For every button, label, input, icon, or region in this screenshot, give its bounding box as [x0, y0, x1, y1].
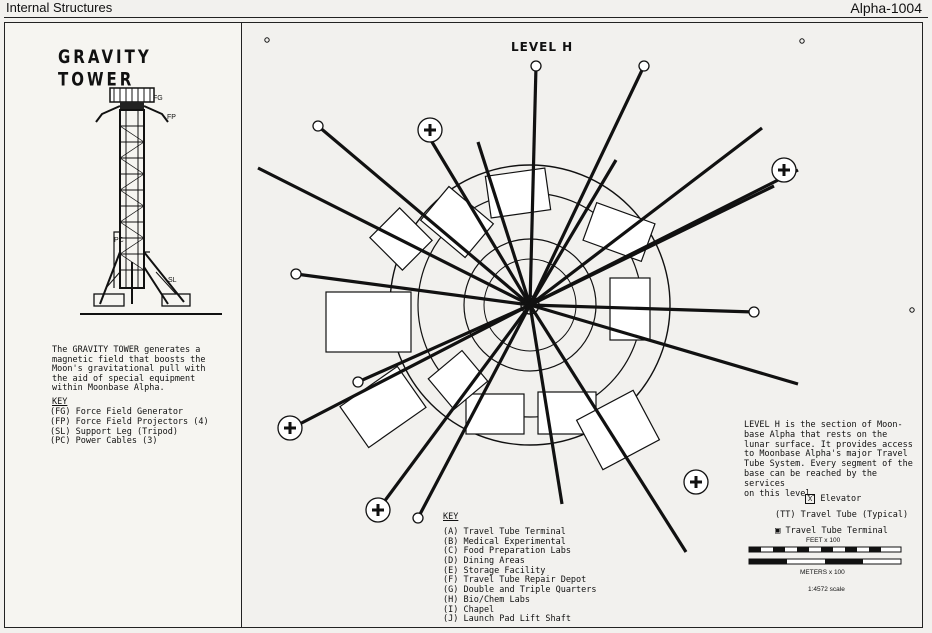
level-h-panel [238, 22, 923, 628]
tower-key-item: (FG) Force Field Generator [50, 407, 184, 417]
level-key-item: (J) Launch Pad Lift Shaft [443, 614, 571, 625]
inner-ring [463, 238, 597, 372]
force-field-projectors [95, 105, 169, 123]
gravity-tower-drawing [80, 87, 222, 315]
level-key-item: (B) Medical Experimental [443, 536, 566, 547]
tower-key-item: (SL) Support Leg (Tripod) [50, 426, 178, 437]
travel-tube-symbol: (TT) [775, 510, 796, 520]
tower-key-item: (PC) Power Cables (3) [50, 436, 158, 447]
elevator-icon: X [805, 494, 816, 504]
pc-label: PC [114, 237, 124, 244]
elevator-legend-label: Elevator [820, 494, 862, 504]
level-description: LEVEL H is the section of Moon- base Alp… [744, 420, 913, 499]
level-key-item: (F) Travel Tube Repair Depot [443, 575, 587, 586]
sl-label: SL [168, 277, 177, 284]
level-h-plan [257, 37, 915, 553]
level-key-item: (A) Travel Tube Terminal [443, 527, 566, 537]
tower-description: The GRAVITY TOWER generates a magnetic f… [52, 345, 206, 393]
support-legs [99, 251, 185, 305]
level-key-item: (E) Storage Facility [443, 565, 546, 576]
level-key-item: (C) Food Preparation Labs [443, 546, 571, 557]
scale-ratio: 1:4572 scale [808, 586, 845, 593]
terminal-legend-label: Travel Tube Terminal [785, 526, 888, 536]
section-title: Internal Structures [6, 0, 113, 15]
base-segments [325, 167, 661, 471]
level-key-list: (A) Travel Tube Terminal (B) Medical Exp… [443, 527, 597, 624]
elevator-legend: X Elevator [805, 494, 861, 504]
tower-key-list: (FG) Force Field Generator (FP) Force Fi… [50, 407, 209, 447]
tower-key-title: KEY [52, 397, 68, 407]
travel-tubes [257, 65, 799, 553]
scale-bar [748, 546, 902, 565]
gravity-tower-panel [4, 22, 242, 628]
level-key-title: KEY [443, 512, 459, 522]
gravity-tower-title: GRAVITY TOWER [58, 45, 152, 91]
fg-label: FG [153, 95, 163, 102]
page-number: Alpha-1004 [850, 0, 922, 16]
header-rule [4, 17, 928, 18]
level-key-item: (I) Chapel [443, 604, 495, 615]
level-key-item: (H) Bio/Chem Labs [443, 594, 530, 605]
feet-scale-label: FEET x 100 [806, 537, 841, 544]
level-title: LEVEL H [511, 40, 574, 54]
level-key-item: (D) Dining Areas [443, 556, 525, 567]
travel-tube-legend: (TT) Travel Tube (Typical) [775, 510, 908, 520]
travel-tube-legend-label: Travel Tube (Typical) [800, 510, 909, 520]
terminal-icon: ▣ [775, 526, 781, 536]
tower-key-item: (FP) Force Field Projectors (4) [50, 416, 209, 427]
fp-label: FP [167, 114, 176, 121]
level-key-item: (G) Double and Triple Quarters [443, 585, 597, 596]
terminal-legend: ▣ Travel Tube Terminal [775, 526, 888, 536]
meters-scale-label: METERS x 100 [800, 569, 845, 576]
terminal-crosses [284, 124, 790, 516]
